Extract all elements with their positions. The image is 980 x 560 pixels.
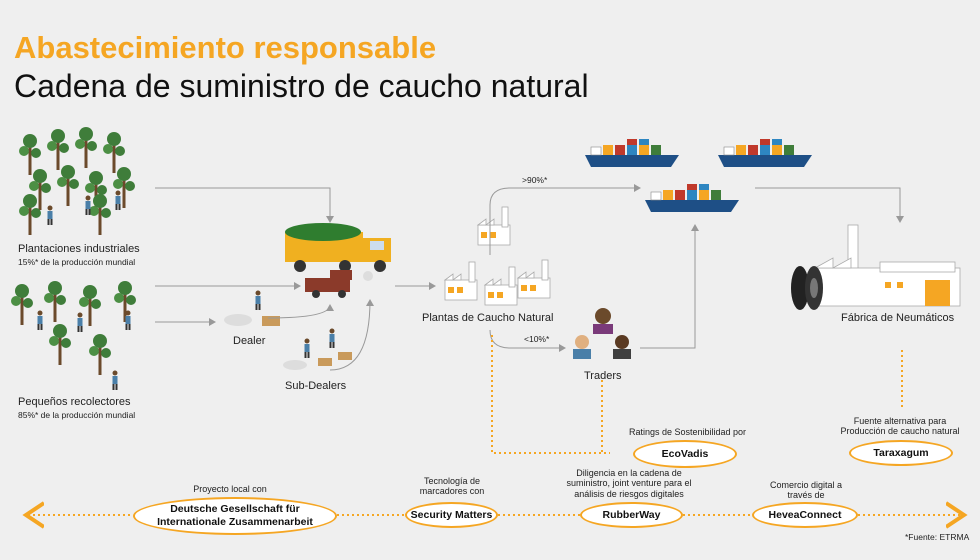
smallholders-share: 85%* de la producción mundial [18,410,136,420]
subdealers-icon [283,328,352,370]
dealer-label: Dealer [233,335,266,347]
industrial-plantation-trees-icon [19,127,135,235]
ecovadis-caption: Ratings de Sostenibilidad por [628,427,747,437]
rubber-plants-label: Plantas de Caucho Natural [422,312,554,324]
security-matters-caption: Tecnología de marcadores con [419,476,485,497]
giz-badge[interactable]: Deutsche Gesellschaft für Internationale… [133,497,337,535]
cargo-ships-icon [584,138,813,213]
smallholder-trees-icon [11,281,136,390]
smallholders-label: Pequeños recolectores [18,396,131,408]
security-matters-name: Security Matters [410,508,493,521]
initiative-connectors [28,335,962,515]
rubberway-caption: Diligencia en la cadena de suministro, j… [566,468,692,499]
tire-factory-label: Fábrica de Neumáticos [841,312,955,324]
dealer-icon [224,290,280,326]
taraxagum-badge[interactable]: Taraxagum [849,440,953,466]
taraxagum-name: Taraxagum [873,446,929,459]
truck-icon [285,223,391,272]
pickup-truck-icon [305,270,373,298]
ecovadis-badge[interactable]: EcoVadis [633,440,737,468]
subdealers-label: Sub-Dealers [285,380,347,392]
page-subtitle: Cadena de suministro de caucho natural [14,68,589,104]
giz-caption: Proyecto local con [193,484,267,494]
direct-share-label: >90%* [522,175,548,185]
page-title: Abastecimiento responsable [14,30,437,65]
trader-share-label: <10%* [524,334,550,344]
footnote: *Fuente: ETRMA [905,532,970,542]
flow-arrows [155,184,904,371]
heveaconnect-caption: Comercio digital a través de [769,480,843,501]
industrial-plantations-label: Plantaciones industriales [18,243,140,255]
rubber-plant-factories-icon [444,206,551,306]
traders-label: Traders [584,370,622,382]
traders-icon [573,308,631,359]
security-matters-badge[interactable]: Security Matters [405,502,498,528]
industrial-plantations-share: 15%* de la producción mundial [18,257,136,267]
heveaconnect-name: HeveaConnect [768,508,842,521]
rubberway-name: RubberWay [602,508,661,521]
heveaconnect-badge[interactable]: HeveaConnect [752,502,858,528]
giz-name: Deutsche Gesellschaft für Internationale… [157,503,313,528]
ecovadis-name: EcoVadis [661,447,709,460]
taraxagum-caption: Fuente alternativa para Producción de ca… [840,416,960,437]
tire-factory-icon [791,224,961,310]
rubberway-badge[interactable]: RubberWay [580,502,683,528]
